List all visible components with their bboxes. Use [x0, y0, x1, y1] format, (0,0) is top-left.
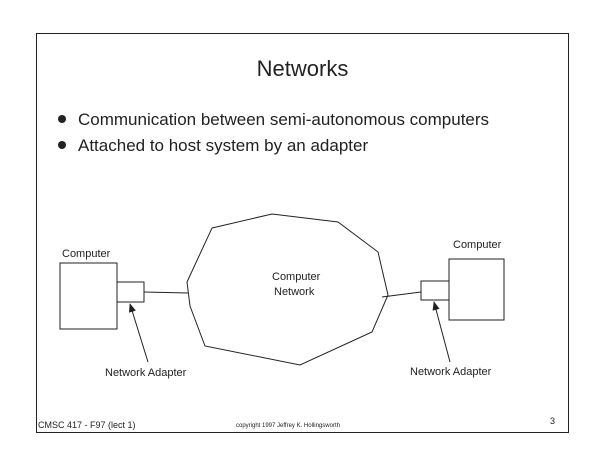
network-label-line2: Network [274, 286, 315, 298]
bullet-text: Communication between semi-autonomous co… [78, 110, 490, 129]
right-adapter-box [420, 280, 450, 301]
bullet-item: Attached to host system by an adapter [58, 136, 368, 156]
network-label-line1: Computer [272, 271, 321, 283]
slide-title: Networks [256, 56, 349, 81]
left-adapter-box [116, 281, 145, 303]
slide-frame [36, 33, 569, 433]
bullet-text: Attached to host system by an adapter [78, 136, 369, 155]
right-computer-label: Computer [453, 239, 502, 251]
bullet-dot-icon [58, 114, 66, 123]
left-adapter-label: Network Adapter [105, 367, 187, 379]
footer-course: CMSC 417 - F97 (lect 1) [38, 420, 136, 430]
left-computer-box [59, 262, 118, 330]
left-computer-label: Computer [62, 248, 111, 260]
left-connection-line [143, 291, 189, 294]
right-adapter-label: Network Adapter [410, 366, 492, 378]
left-adapter-arrow [128, 303, 149, 363]
right-adapter-arrow [432, 301, 451, 363]
footer-copyright: copyright 1997 Jeffrey K. Hollingsworth [236, 423, 340, 429]
network-cloud [186, 213, 389, 366]
right-computer-box [448, 258, 505, 321]
bullet-item: Communication between semi-autonomous co… [58, 110, 489, 130]
page-number: 3 [550, 416, 556, 426]
right-connection-line [381, 291, 422, 298]
bullet-dot-icon [58, 140, 66, 149]
